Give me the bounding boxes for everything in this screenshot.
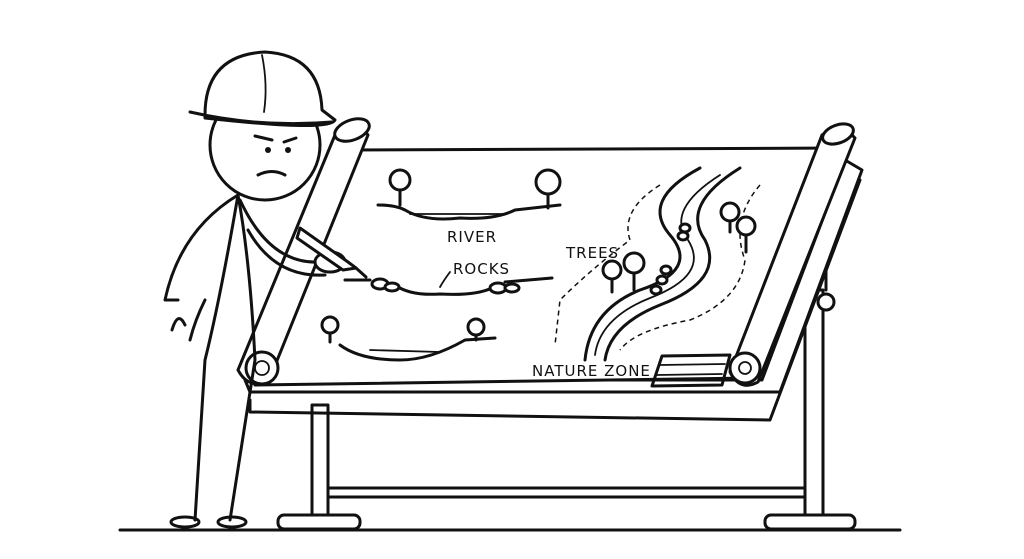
- body: [193, 193, 240, 522]
- frown: [256, 170, 287, 177]
- river-sketch-top: [376, 168, 562, 221]
- hard-hat-icon: [203, 50, 337, 127]
- river-sketch-bottom: [320, 315, 497, 362]
- tree-icon: [534, 168, 562, 210]
- right-paper-roll: [728, 122, 857, 387]
- legend-box-sketch: [650, 353, 732, 388]
- tree-icon: [622, 251, 646, 292]
- tree-icon: [466, 317, 486, 342]
- label-river: RIVER: [447, 228, 497, 246]
- rocks-pointer: [439, 271, 451, 288]
- label-nature-zone: NATURE ZONE: [532, 362, 651, 380]
- tree-icon: [388, 168, 412, 207]
- eyebrows: [253, 134, 298, 144]
- label-rocks: ROCKS: [453, 260, 510, 278]
- drafting-table-stand: [276, 198, 857, 531]
- label-trees: TREES: [565, 244, 619, 262]
- tree-icon: [735, 215, 757, 254]
- river-sketch-rocks: [343, 276, 554, 296]
- pencil-icon: [295, 226, 358, 272]
- engineer-figure: [163, 50, 368, 529]
- winding-river-sketch: [554, 166, 761, 362]
- arm: [238, 198, 322, 264]
- tree-icon: [320, 315, 340, 344]
- tree-icon: [601, 259, 623, 294]
- tree-icon: [719, 201, 741, 234]
- left-paper-roll: [236, 117, 371, 386]
